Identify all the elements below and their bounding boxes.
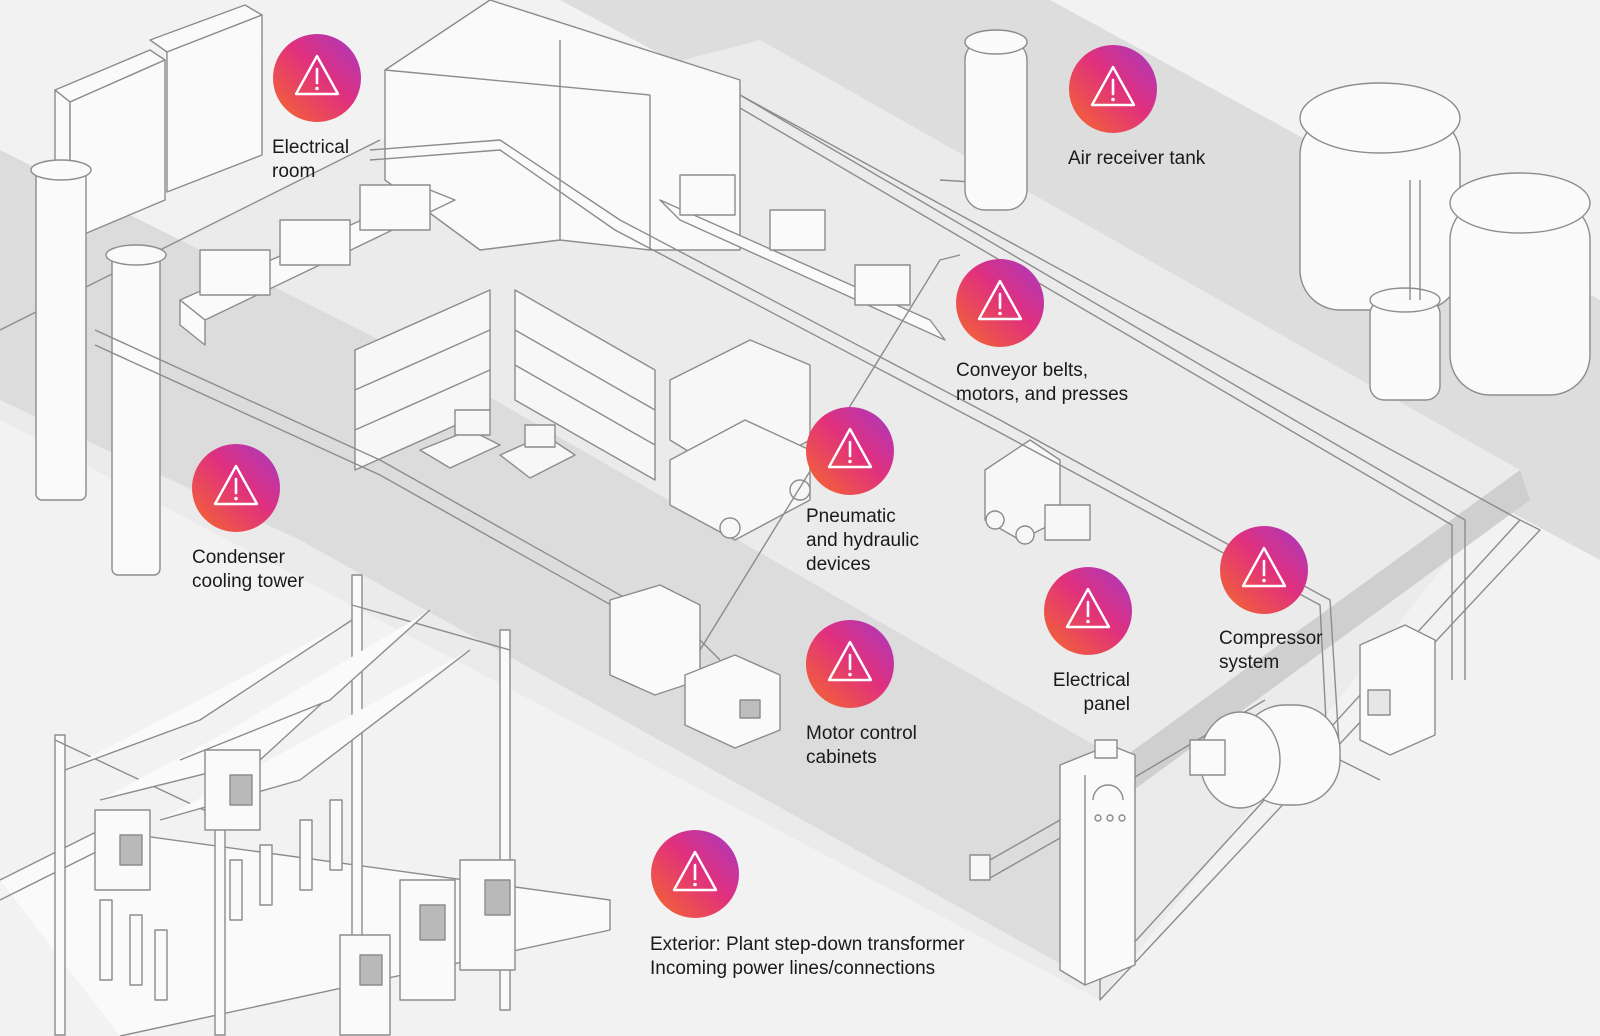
warning-triangle-icon bbox=[806, 407, 894, 495]
hazard-marker-conveyor-belts bbox=[955, 258, 1045, 348]
warning-triangle-icon bbox=[1220, 526, 1308, 614]
pallet-jack bbox=[419, 409, 576, 479]
air-receiver-tank bbox=[964, 29, 1028, 211]
hazard-marker-condenser-cooling-tower bbox=[191, 443, 281, 533]
electrical-panel-unit bbox=[1059, 739, 1136, 986]
hazard-marker-electrical-room bbox=[272, 33, 362, 123]
warning-triangle-icon bbox=[956, 259, 1044, 347]
warning-triangle-icon bbox=[1069, 45, 1157, 133]
forklift bbox=[984, 439, 1091, 545]
substation-transformer-yard bbox=[0, 574, 611, 1036]
scissor-lift bbox=[669, 339, 811, 541]
hazard-marker-motor-control-cabinets bbox=[805, 619, 895, 709]
hazard-marker-electrical-panel bbox=[1043, 566, 1133, 656]
warning-triangle-icon bbox=[1044, 567, 1132, 655]
warning-triangle-icon bbox=[806, 620, 894, 708]
warning-triangle-icon bbox=[192, 444, 280, 532]
motor-control-cabinet-units bbox=[609, 584, 781, 749]
hazard-marker-air-receiver-tank bbox=[1068, 44, 1158, 134]
hazard-label-conveyor-belts: Conveyor belts,motors, and presses bbox=[956, 360, 1129, 405]
conveyor-belts bbox=[179, 174, 946, 346]
storage-tanks bbox=[1299, 82, 1591, 401]
hazard-label-air-receiver-tank: Air receiver tank bbox=[1068, 148, 1206, 169]
warning-triangle-icon bbox=[273, 34, 361, 122]
hazard-marker-compressor-system bbox=[1219, 525, 1309, 615]
hazard-marker-exterior-transformer bbox=[650, 829, 740, 919]
condenser-towers bbox=[30, 159, 167, 576]
main-aisle bbox=[0, 150, 1120, 980]
hazard-marker-pneumatic-hydraulic bbox=[805, 406, 895, 496]
warning-triangle-icon bbox=[651, 830, 739, 918]
compressor-system-unit bbox=[1189, 624, 1436, 809]
